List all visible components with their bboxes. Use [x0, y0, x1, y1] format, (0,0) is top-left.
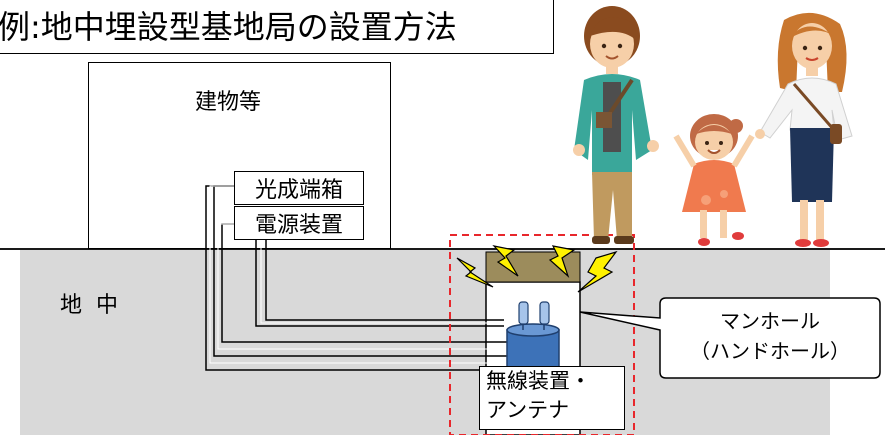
ground-surface-line: [0, 248, 885, 250]
manhole-callout-line1: マンホール: [720, 309, 820, 333]
manhole-callout-bubble: [579, 297, 881, 379]
optical-termination-box: 光成端箱: [234, 171, 364, 205]
power-supply-unit: 電源装置: [234, 206, 364, 240]
manhole-lid: [485, 251, 581, 283]
radio-unit: [506, 301, 560, 369]
manhole-callout-text: マンホール （ハンドホール）: [660, 306, 880, 366]
building-label: 建物等: [195, 90, 262, 115]
child-figure: [673, 114, 755, 246]
woman-figure: [755, 12, 853, 247]
underground-label: 地中: [60, 293, 133, 318]
manhole-callout-line2: （ハンドホール）: [690, 339, 850, 363]
radio-unit-label-line1: 無線装置・: [486, 369, 591, 393]
radio-unit-label-line2: アンテナ: [486, 398, 570, 422]
radio-signal-bolts: [456, 245, 618, 293]
man-figure: [573, 6, 659, 244]
cables-highlight: [209, 185, 512, 364]
radio-unit-label: 無線装置・ アンテナ: [479, 366, 625, 430]
page-title: 例:地中埋設型基地局の設置方法: [0, 0, 554, 54]
